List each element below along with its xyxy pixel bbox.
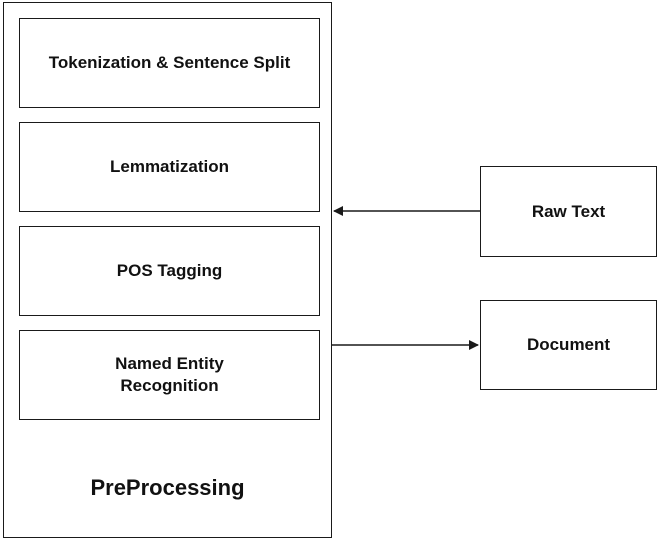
named-entity-recognition-step: Named Entity Recognition bbox=[19, 330, 320, 420]
preprocessing-container: Tokenization & Sentence Split Lemmatizat… bbox=[3, 2, 332, 538]
document-box: Document bbox=[480, 300, 657, 390]
pos-tagging-step: POS Tagging bbox=[19, 226, 320, 316]
step-label: Named Entity Recognition bbox=[115, 354, 224, 395]
raw-text-label: Raw Text bbox=[531, 201, 606, 221]
tokenization-sentence-split-step: Tokenization & Sentence Split bbox=[19, 18, 320, 108]
step-label: POS Tagging bbox=[116, 261, 223, 280]
step-label: Lemmatization bbox=[109, 157, 230, 176]
document-label: Document bbox=[526, 335, 611, 354]
step-label: Tokenization & Sentence Split bbox=[48, 53, 291, 72]
raw-text-box: Raw Text bbox=[480, 166, 657, 257]
lemmatization-step: Lemmatization bbox=[19, 122, 320, 212]
preprocessing-title: PreProcessing bbox=[90, 475, 245, 500]
